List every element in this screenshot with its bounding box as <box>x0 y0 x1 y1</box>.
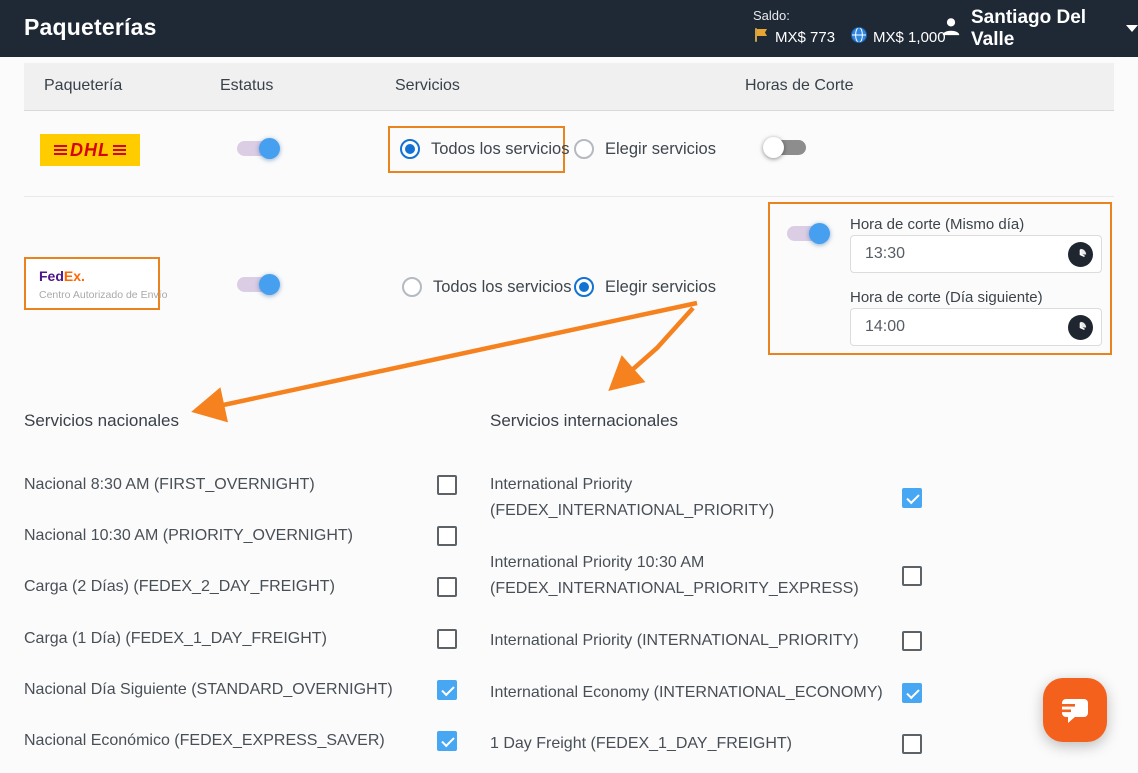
checkbox[interactable] <box>902 631 922 651</box>
chat-bubble-icon <box>1062 699 1088 723</box>
cutoff-same-day-input[interactable]: 13:30 <box>850 235 1102 273</box>
user-icon <box>940 15 962 42</box>
chevron-down-icon <box>1126 25 1138 32</box>
service-row-international-0: International Priority (FEDEX_INTERNATIO… <box>490 470 922 526</box>
balances: MX$ 773 MX$ 1,000 <box>753 27 956 47</box>
checkbox[interactable] <box>437 526 457 546</box>
service-row-national-1: Nacional 10:30 AM (PRIORITY_OVERNIGHT) <box>24 521 457 551</box>
clock-icon[interactable] <box>1068 314 1093 340</box>
saldo-label: Saldo: <box>753 8 790 23</box>
service-row-international-3: International Economy (INTERNATIONAL_ECO… <box>490 678 922 708</box>
checkbox[interactable] <box>437 577 457 597</box>
checkbox[interactable] <box>902 683 922 703</box>
balance-international: MX$ 1,000 <box>873 28 946 46</box>
fedex-cutoff-panel: Hora de corte (Mismo día) 13:30 Hora de … <box>768 202 1112 355</box>
row-divider <box>24 196 1114 197</box>
column-estatus: Estatus <box>220 77 274 94</box>
fedex-radio-all-services[interactable]: Todos los servicios <box>402 277 571 297</box>
dhl-status-toggle[interactable] <box>237 138 280 159</box>
checkbox[interactable] <box>902 734 922 754</box>
clock-icon[interactable] <box>1068 241 1093 267</box>
dhl-logo-text: DHL <box>70 139 110 160</box>
page-title: Paqueterías <box>24 14 157 40</box>
checkbox[interactable] <box>902 488 922 508</box>
top-bar: Paqueterías Saldo: MX$ 773 MX$ 1,000 San… <box>0 0 1138 57</box>
service-row-national-3: Carga (1 Día) (FEDEX_1_DAY_FREIGHT) <box>24 624 457 654</box>
column-horas-de-corte: Horas de Corte <box>745 77 854 94</box>
dhl-logo: DHL <box>40 134 140 166</box>
chat-widget-button[interactable] <box>1043 678 1107 742</box>
radio-icon[interactable] <box>574 277 594 297</box>
balance-national: MX$ 773 <box>775 28 836 46</box>
service-row-international-2: International Priority (INTERNATIONAL_PR… <box>490 626 922 656</box>
checkbox[interactable] <box>437 680 457 700</box>
radio-icon[interactable] <box>574 139 594 159</box>
dhl-cutoff-toggle[interactable] <box>763 137 806 158</box>
fedex-status-toggle[interactable] <box>237 274 280 295</box>
table-header: Paquetería Estatus Servicios Horas de Co… <box>24 63 1114 111</box>
service-row-international-4: 1 Day Freight (FEDEX_1_DAY_FREIGHT) <box>490 729 922 759</box>
service-row-international-1: International Priority 10:30 AM (FEDEX_I… <box>490 548 922 604</box>
cutoff-same-day-label: Hora de corte (Mismo día) <box>850 216 1025 233</box>
checkbox[interactable] <box>902 566 922 586</box>
flag-icon <box>753 27 769 47</box>
dhl-radio-all-services[interactable]: Todos los servicios <box>400 139 569 159</box>
international-services-title: Servicios internacionales <box>490 411 679 430</box>
fedex-logo-subtitle: Centro Autorizado de Envío <box>39 289 168 301</box>
checkbox[interactable] <box>437 475 457 495</box>
radio-icon[interactable] <box>402 277 422 297</box>
service-row-national-2: Carga (2 Días) (FEDEX_2_DAY_FREIGHT) <box>24 572 457 602</box>
radio-icon[interactable] <box>400 139 420 159</box>
fedex-logo: FedEx. Centro Autorizado de Envío <box>24 257 168 310</box>
dhl-radio-choose-services[interactable]: Elegir servicios <box>574 139 716 159</box>
service-row-national-4: Nacional Día Siguiente (STANDARD_OVERNIG… <box>24 675 457 705</box>
fedex-radio-choose-services[interactable]: Elegir servicios <box>574 277 716 297</box>
fedex-cutoff-toggle[interactable] <box>787 223 830 244</box>
column-paqueteria: Paquetería <box>44 77 123 94</box>
cutoff-next-day-input[interactable]: 14:00 <box>850 308 1102 346</box>
user-menu[interactable]: Santiago Del Valle <box>940 0 1138 57</box>
dhl-all-services-highlight <box>388 126 565 173</box>
national-services-title: Servicios nacionales <box>24 411 179 430</box>
user-name: Santiago Del Valle <box>971 6 1087 50</box>
cutoff-next-day-label: Hora de corte (Día siguiente) <box>850 289 1043 306</box>
globe-icon <box>851 27 868 47</box>
column-servicios: Servicios <box>395 77 460 94</box>
checkbox[interactable] <box>437 731 457 751</box>
service-row-national-0: Nacional 8:30 AM (FIRST_OVERNIGHT) <box>24 470 457 500</box>
checkbox[interactable] <box>437 629 457 649</box>
service-row-national-5: Nacional Económico (FEDEX_EXPRESS_SAVER) <box>24 726 457 756</box>
